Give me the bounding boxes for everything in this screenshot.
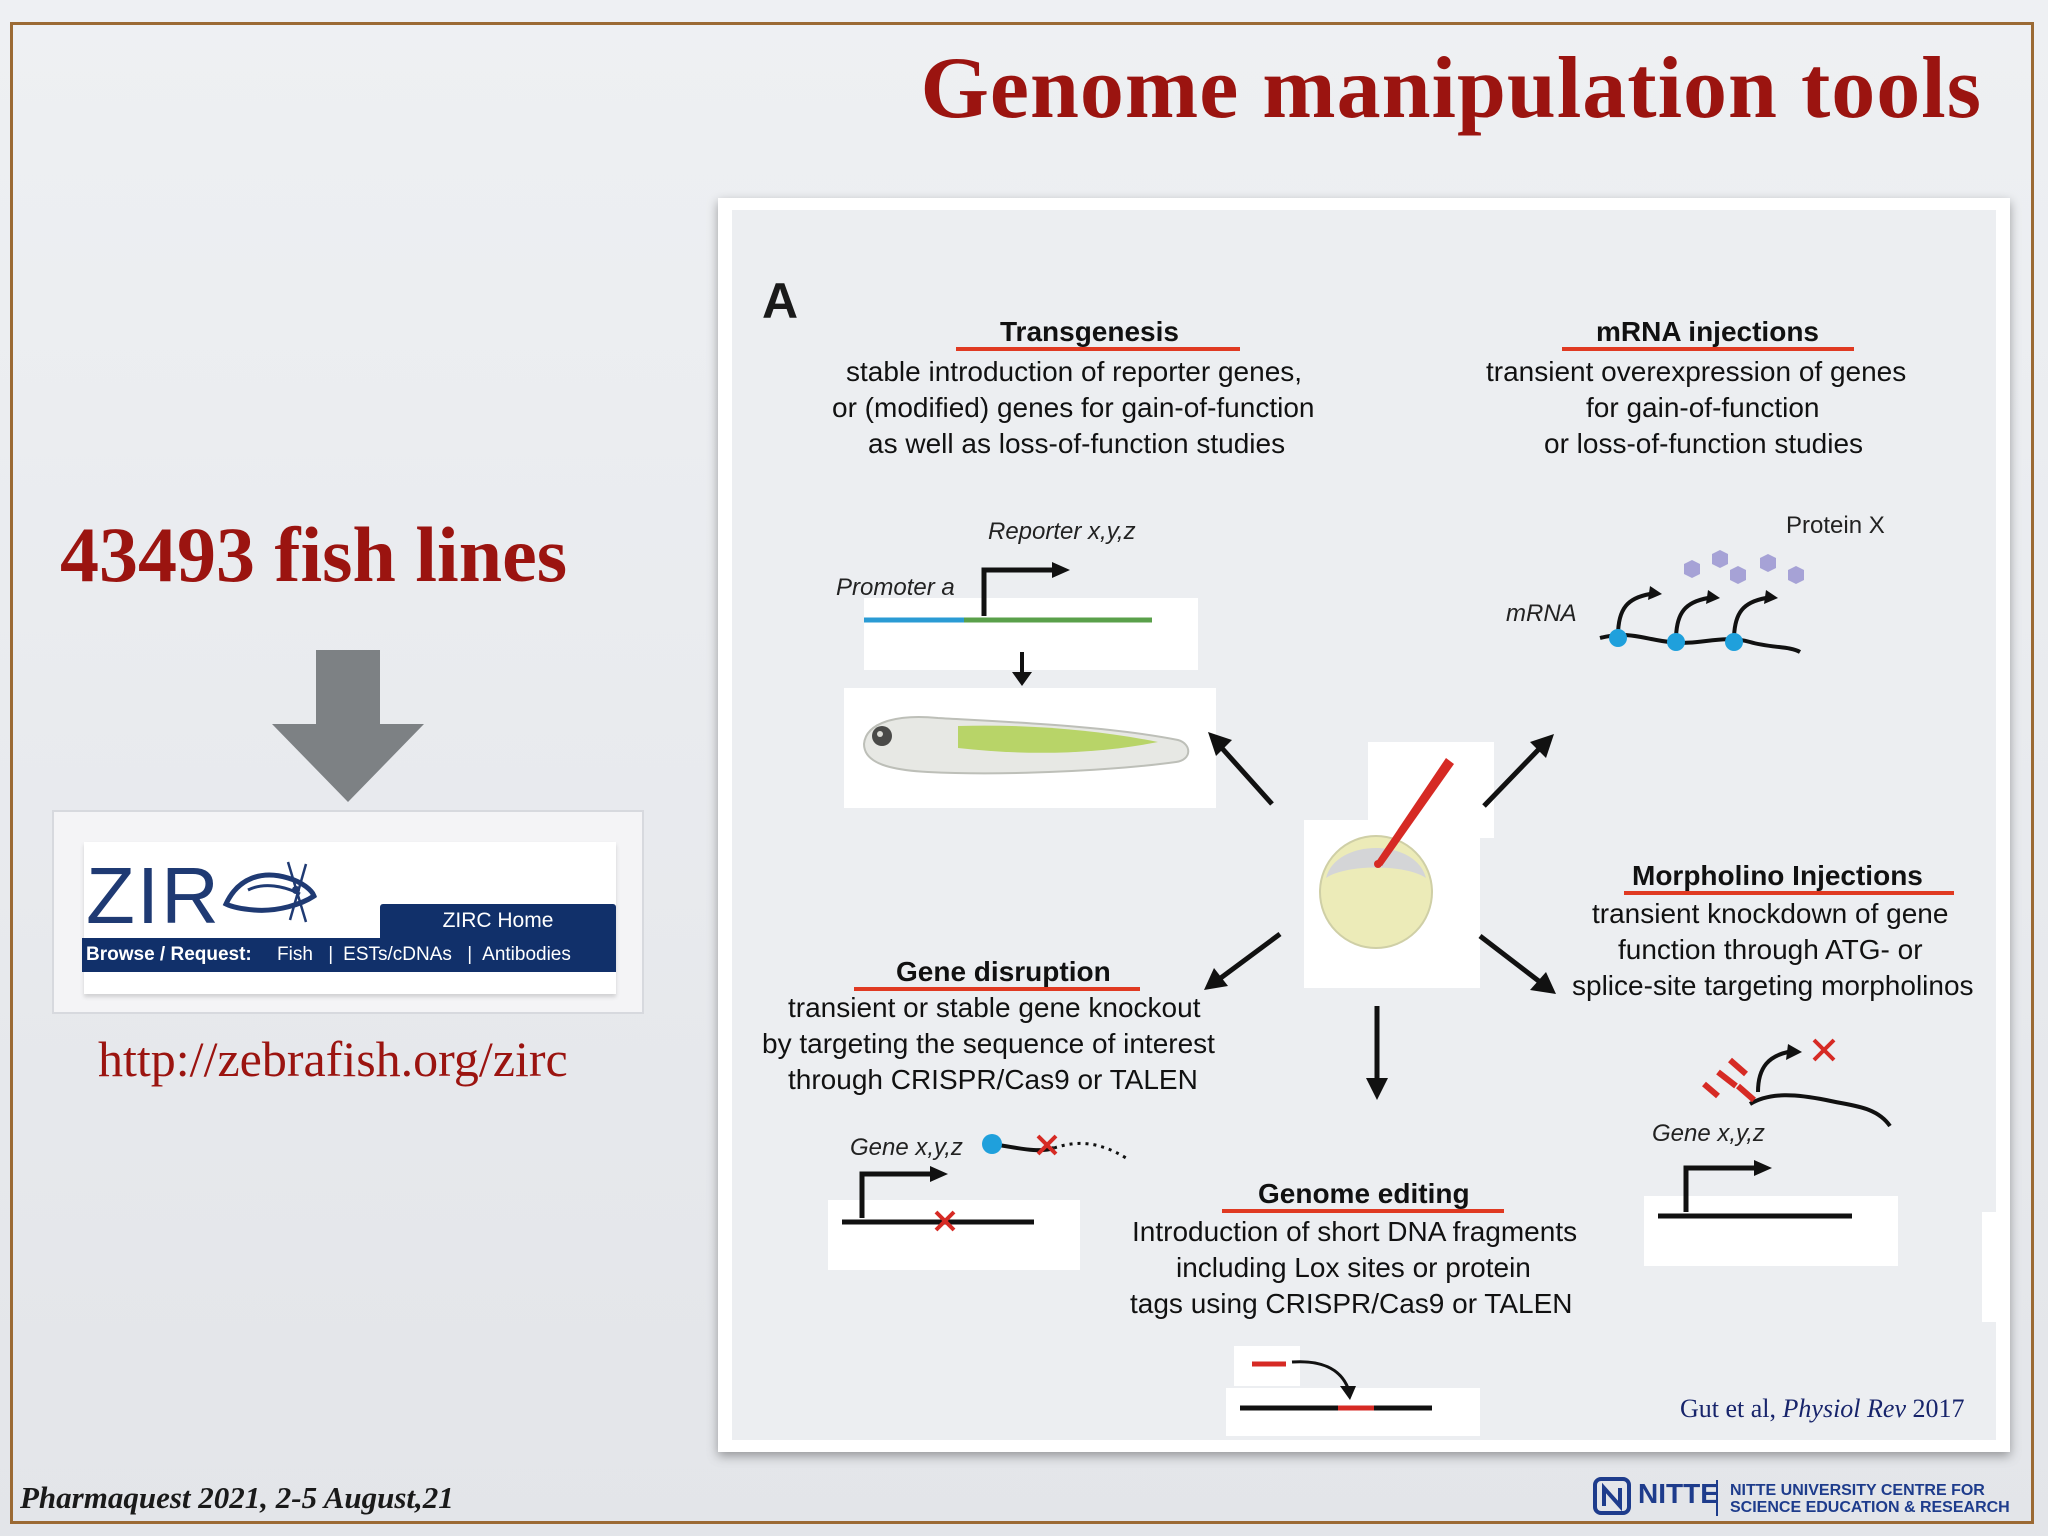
zirc-nav-fish[interactable]: Fish — [277, 944, 313, 965]
morpholino-heading: Morpholino Injections — [1632, 860, 1923, 891]
nitte-subtitle: NITTE UNIVERSITY CENTRE FOR SCIENCE EDUC… — [1730, 1482, 2010, 1516]
nitte-subtitle-line-2: SCIENCE EDUCATION & RESEARCH — [1730, 1499, 2010, 1516]
zirc-home-tab[interactable]: ZIRC Home — [380, 904, 616, 938]
disruption-line-2: by targeting the sequence of interest — [762, 1028, 1215, 1059]
disruption-gene-inset — [828, 1200, 1080, 1270]
figure-citation: Gut et al, Physiol Rev 2017 — [1680, 1394, 1964, 1424]
promoter-label: Promoter a — [836, 574, 955, 601]
zebrafish-logo-icon — [222, 861, 317, 923]
injection-embryo-icon — [1319, 758, 1454, 949]
arrow-to-transgenesis — [1208, 732, 1274, 806]
event-footer: Pharmaquest 2021, 2-5 August,21 — [20, 1480, 454, 1515]
zirc-url-link[interactable]: http://zebrafish.org/zirc — [98, 1031, 568, 1087]
editing-gene-inset — [1226, 1388, 1480, 1436]
fish-lines-count: 43493 fish lines — [60, 511, 568, 598]
disruption-heading: Gene disruption — [896, 956, 1111, 987]
morpholino-gene-diagram — [1658, 1160, 1852, 1219]
arrow-to-disruption — [1204, 931, 1282, 990]
disruption-underline — [854, 987, 1140, 991]
reporter-label: Reporter x,y,z — [988, 518, 1136, 545]
arrow-to-mrna — [1482, 734, 1554, 808]
down-arrow-icon — [272, 650, 424, 802]
nitte-divider — [1716, 1480, 1718, 1516]
transgenesis-underline — [956, 347, 1240, 351]
morpholino-line-3: splice-site targeting morpholinos — [1572, 970, 1974, 1001]
editing-line-1: Introduction of short DNA fragments — [1132, 1216, 1578, 1247]
disruption-line-1: transient or stable gene knockout — [788, 992, 1201, 1023]
promoter-construct-diagram — [864, 562, 1152, 686]
mrna-line-1: transient overexpression of genes — [1486, 356, 1907, 387]
citation-authors: Gut et al, — [1680, 1394, 1777, 1423]
transgenesis-line-3: as well as loss-of-function studies — [868, 428, 1286, 459]
zirc-nav-bar: Browse / Request: Fish |ESTs/cDNAs |Anti… — [82, 938, 616, 972]
arrow-to-editing — [1366, 1006, 1388, 1100]
slide-frame — [10, 22, 2034, 1524]
disruption-gene-label: Gene x,y,z — [850, 1134, 963, 1161]
transgenesis-heading: Transgenesis — [1000, 316, 1179, 347]
mrna-underline — [1562, 347, 1854, 351]
disruption-line-3: through CRISPR/Cas9 or TALEN — [788, 1064, 1198, 1095]
morpholino-line-1: transient knockdown of gene — [1592, 898, 1949, 929]
disruption-gene-diagram — [842, 1166, 1034, 1232]
zebrafish-larva-icon — [862, 716, 1190, 775]
citation-journal: Physiol Rev — [1782, 1394, 1906, 1423]
editing-line-2: including Lox sites or protein — [1176, 1252, 1531, 1283]
editing-underline — [1222, 1209, 1504, 1213]
mrna-translation-diagram — [1599, 550, 1804, 654]
nitte-brand: NITTE — [1638, 1478, 1719, 1509]
zirc-nav-ests[interactable]: ESTs/cDNAs — [343, 944, 452, 965]
zirc-browse-label: Browse / Request: — [86, 944, 252, 965]
morpholino-underline — [1624, 891, 1954, 895]
slide-title: Genome manipulation tools — [920, 40, 1982, 137]
arrow-to-morpholino — [1478, 934, 1556, 994]
morpholino-gene-label: Gene x,y,z — [1652, 1120, 1765, 1147]
edge-fragment-inset — [1982, 1212, 2008, 1322]
nitte-logo-icon — [1593, 1477, 1631, 1515]
mrna-heading: mRNA injections — [1596, 316, 1819, 347]
promoter-inset — [864, 598, 1198, 670]
mrna-line-2: for gain-of-function — [1586, 392, 1820, 423]
morpholino-line-2: function through ATG- or — [1618, 934, 1923, 965]
mrna-label: mRNA — [1506, 600, 1577, 627]
morpholino-binding-diagram — [1702, 1038, 1892, 1128]
editing-heading: Genome editing — [1258, 1178, 1470, 1209]
citation-year: 2017 — [1912, 1394, 1965, 1423]
crispr-cut-diagram — [982, 1134, 1127, 1160]
mrna-line-3: or loss-of-function studies — [1544, 428, 1864, 459]
transgenesis-line-2: or (modified) genes for gain-of-function — [832, 392, 1315, 423]
transgenesis-line-1: stable introduction of reporter genes, — [846, 356, 1303, 387]
zirc-nav-antibodies[interactable]: Antibodies — [482, 944, 571, 965]
editing-line-3: tags using CRISPR/Cas9 or TALEN — [1130, 1288, 1573, 1319]
panel-label: A — [762, 273, 799, 329]
nitte-subtitle-line-1: NITTE UNIVERSITY CENTRE FOR — [1730, 1482, 1985, 1499]
genome-editing-diagram — [1240, 1360, 1432, 1411]
zirc-logo: ZIR — [86, 851, 221, 940]
protein-x-label: Protein X — [1786, 512, 1885, 539]
